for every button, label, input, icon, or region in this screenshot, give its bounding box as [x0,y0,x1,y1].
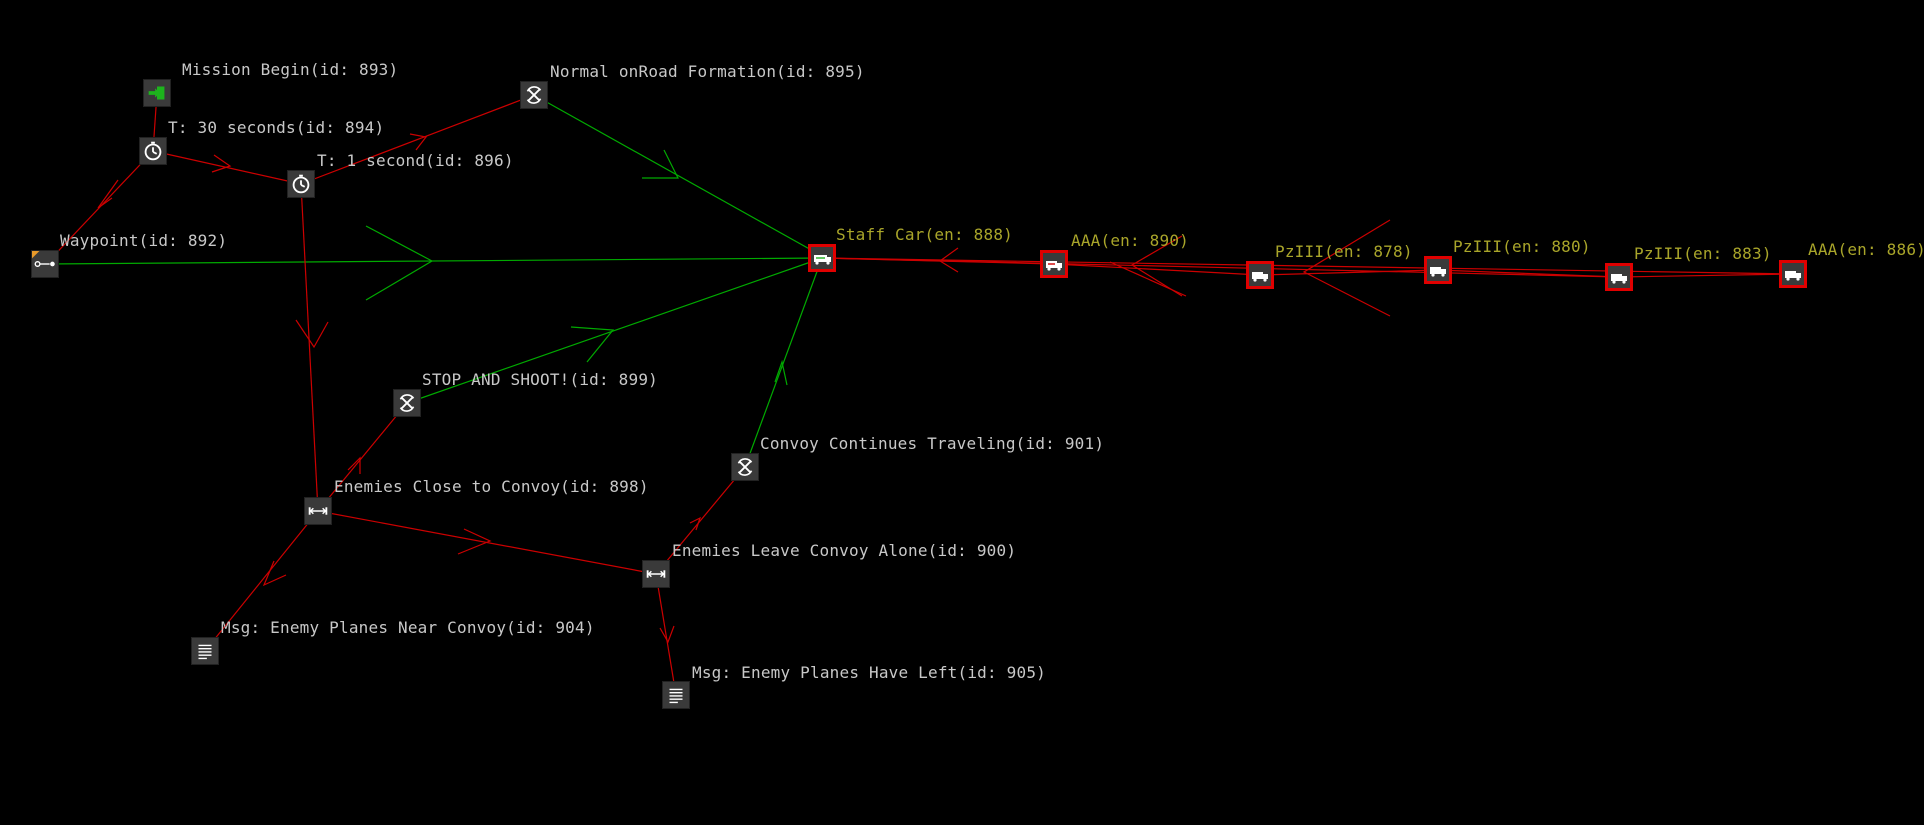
mission-begin-icon [148,86,165,100]
formation-icon [399,394,415,412]
aaa-886-label: AAA(en: 886) [1808,240,1924,259]
formation-node[interactable] [520,81,548,109]
pz-878-unit[interactable] [1246,261,1274,289]
timer-30s-label: T: 30 seconds(id: 894) [168,118,385,137]
stop-shoot-label: STOP AND SHOOT!(id: 899) [422,370,658,389]
pz-883-unit[interactable] [1605,263,1633,291]
continue-travel-label: Convoy Continues Traveling(id: 901) [760,434,1105,453]
truck-icon [1785,271,1801,281]
pz-883-label: PzIII(en: 883) [1634,244,1772,263]
link-timer1-formation [300,94,535,185]
truck-icon [1611,274,1627,284]
truck-icon [1252,272,1268,282]
link-waypoint-staffcar [45,257,823,265]
proximity-icon [308,507,328,515]
link-pz880-pz878 [1259,269,1439,276]
arrow-close-leave [457,528,492,555]
msg-near-label: Msg: Enemy Planes Near Convoy(id: 904) [221,618,595,637]
waypoint-icon [32,251,55,268]
waypoint-node[interactable] [31,250,59,278]
aaa-890-label: AAA(en: 890) [1071,231,1189,250]
arrow-leave-continue [689,516,702,531]
arrow-leave-msgleft [659,625,675,644]
enemies-close-node[interactable] [304,497,332,525]
timer-icon [144,141,162,161]
arrow-pz880-pz878 [1302,219,1391,317]
aaa-886-unit[interactable] [1779,260,1807,288]
enemies-leave-node[interactable] [642,560,670,588]
object-links [45,94,823,468]
formation-icon [526,86,542,104]
timer-1s-label: T: 1 second(id: 896) [317,151,514,170]
msg-left-label: Msg: Enemy Planes Have Left(id: 905) [692,663,1046,682]
link-pz878-aaa890 [1053,263,1261,276]
proximity-icon [646,570,666,578]
timer-1s-node[interactable] [287,170,315,198]
link-leave-continue [655,466,746,575]
mission-begin-label: Mission Begin(id: 893) [182,60,399,79]
staff-car-label: Staff Car(en: 888) [836,225,1013,244]
link-stopshoot-staffcar [406,257,823,404]
pz-878-label: PzIII(en: 878) [1275,242,1413,261]
link-aaa886-pz883 [1618,273,1794,278]
mission-begin-node[interactable] [143,79,171,107]
message-icon [669,688,683,704]
pz-880-label: PzIII(en: 880) [1453,237,1591,256]
message-icon [198,644,212,660]
link-continue-staffcar [744,257,823,468]
arrow-stopshoot-staffcar [570,326,615,363]
enemies-leave-label: Enemies Leave Convoy Alone(id: 900) [672,541,1017,560]
arrow-formation-staffcar [642,149,679,179]
timer-30s-node[interactable] [139,137,167,165]
staff-car-icon [814,255,831,265]
truck-icon [1046,261,1062,271]
arrow-close-msgnear [262,560,287,587]
truck-icon [1430,267,1446,277]
formation-label: Normal onRoad Formation(id: 895) [550,62,865,81]
link-close-msgnear [204,510,319,652]
pz-880-unit[interactable] [1424,256,1452,284]
formation-icon [737,458,753,476]
arrow-timer1-close [295,319,329,349]
link-close-stopshoot [317,402,408,512]
stop-shoot-node[interactable] [393,389,421,417]
msg-near-node[interactable] [191,637,219,665]
enemies-close-label: Enemies Close to Convoy(id: 898) [334,477,649,496]
arrow-timer30-waypoint [97,179,119,209]
arrow-continue-staffcar [774,359,788,386]
target-links [45,92,1794,696]
timer-icon [292,174,310,194]
link-pz883-staffcar [821,257,1620,278]
link-formation-staffcar [533,94,823,257]
arrow-close-stopshoot [347,456,361,474]
staff-car-unit[interactable] [808,244,836,272]
link-timer1-close [300,183,319,512]
link-leave-msgleft [655,573,677,696]
arrow-timer1-formation [409,133,428,151]
arrow-timer30-timer1 [211,154,232,173]
continue-travel-node[interactable] [731,453,759,481]
arrow-staffcar-trail [1109,261,1187,297]
waypoint-label: Waypoint(id: 892) [60,231,228,250]
aaa-890-unit[interactable] [1040,250,1068,278]
msg-left-node[interactable] [662,681,690,709]
arrow-waypoint-staffcar [365,225,434,301]
